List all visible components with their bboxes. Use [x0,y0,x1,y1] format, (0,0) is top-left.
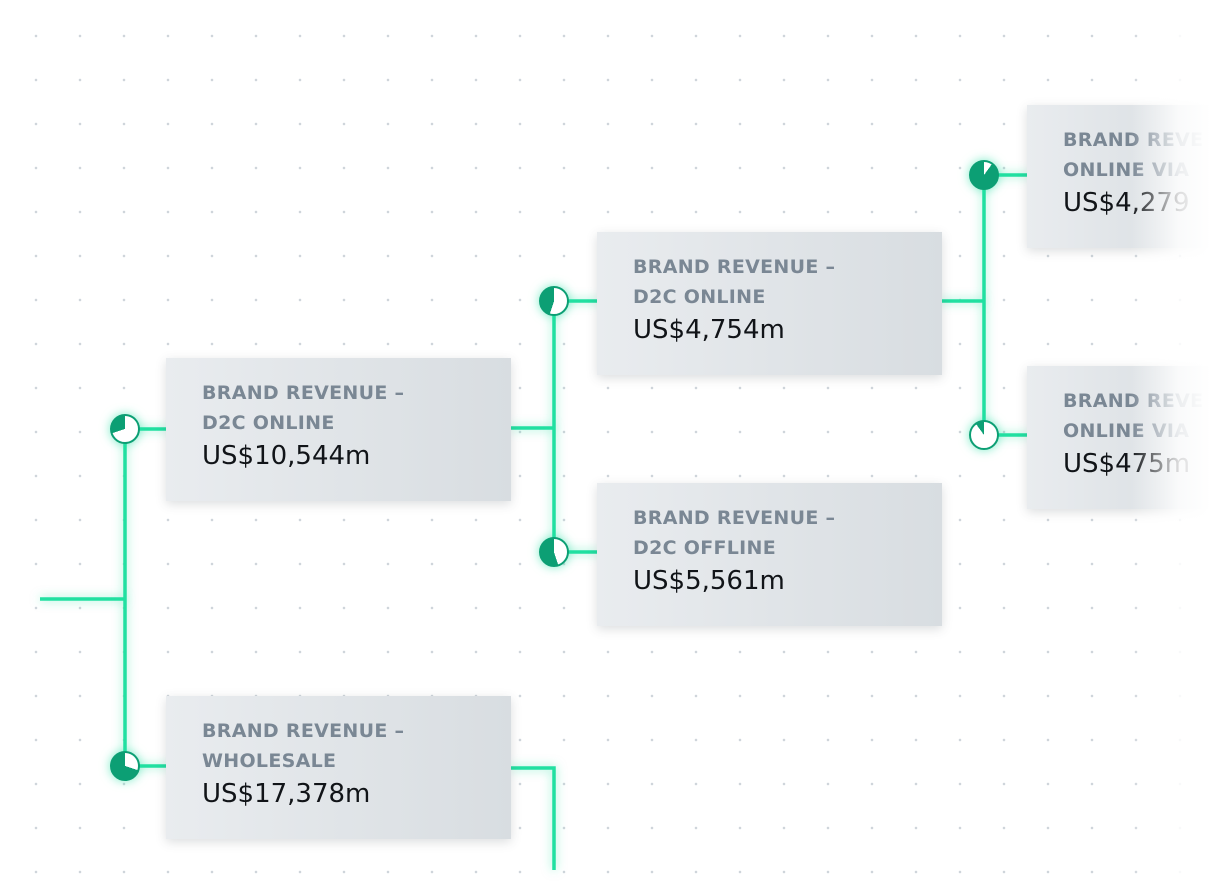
connector-pie-icon[interactable] [539,537,569,567]
connector-pie-icon[interactable] [539,286,569,316]
node-label: BRAND REVE ONLINE VIA [1063,390,1204,442]
node-value: US$475m [1063,449,1191,479]
node-online-via-2[interactable]: BRAND REVE ONLINE VIA US$475m [1027,366,1211,509]
node-value: US$4,279 [1063,188,1190,218]
node-label: BRAND REVE ONLINE VIA [1063,129,1204,181]
node-wholesale[interactable]: BRAND REVENUE – WHOLESALE US$17,378m [166,696,511,839]
connector-pie-icon[interactable] [110,414,140,444]
node-value: US$4,754m [633,315,785,345]
node-d2c-online-root[interactable]: BRAND REVENUE – D2C ONLINE US$10,544m [166,358,511,501]
node-value: US$17,378m [202,779,371,809]
node-label: BRAND REVENUE – D2C ONLINE [202,382,405,434]
node-d2c-online-child[interactable]: BRAND REVENUE – D2C ONLINE US$4,754m [597,232,942,375]
node-label: BRAND REVENUE – D2C OFFLINE [633,507,836,559]
node-value: US$5,561m [633,566,785,596]
connector-pie-icon[interactable] [969,420,999,450]
wholesale-output-line [511,766,556,870]
connector-pie-icon[interactable] [969,160,999,190]
node-label: BRAND REVENUE – D2C ONLINE [633,256,836,308]
node-d2c-offline[interactable]: BRAND REVENUE – D2C OFFLINE US$5,561m [597,483,942,626]
connector-pie-icon[interactable] [110,751,140,781]
node-online-via-1[interactable]: BRAND REVE ONLINE VIA US$4,279 [1027,105,1211,248]
node-value: US$10,544m [202,441,371,471]
node-label: BRAND REVENUE – WHOLESALE [202,720,405,772]
